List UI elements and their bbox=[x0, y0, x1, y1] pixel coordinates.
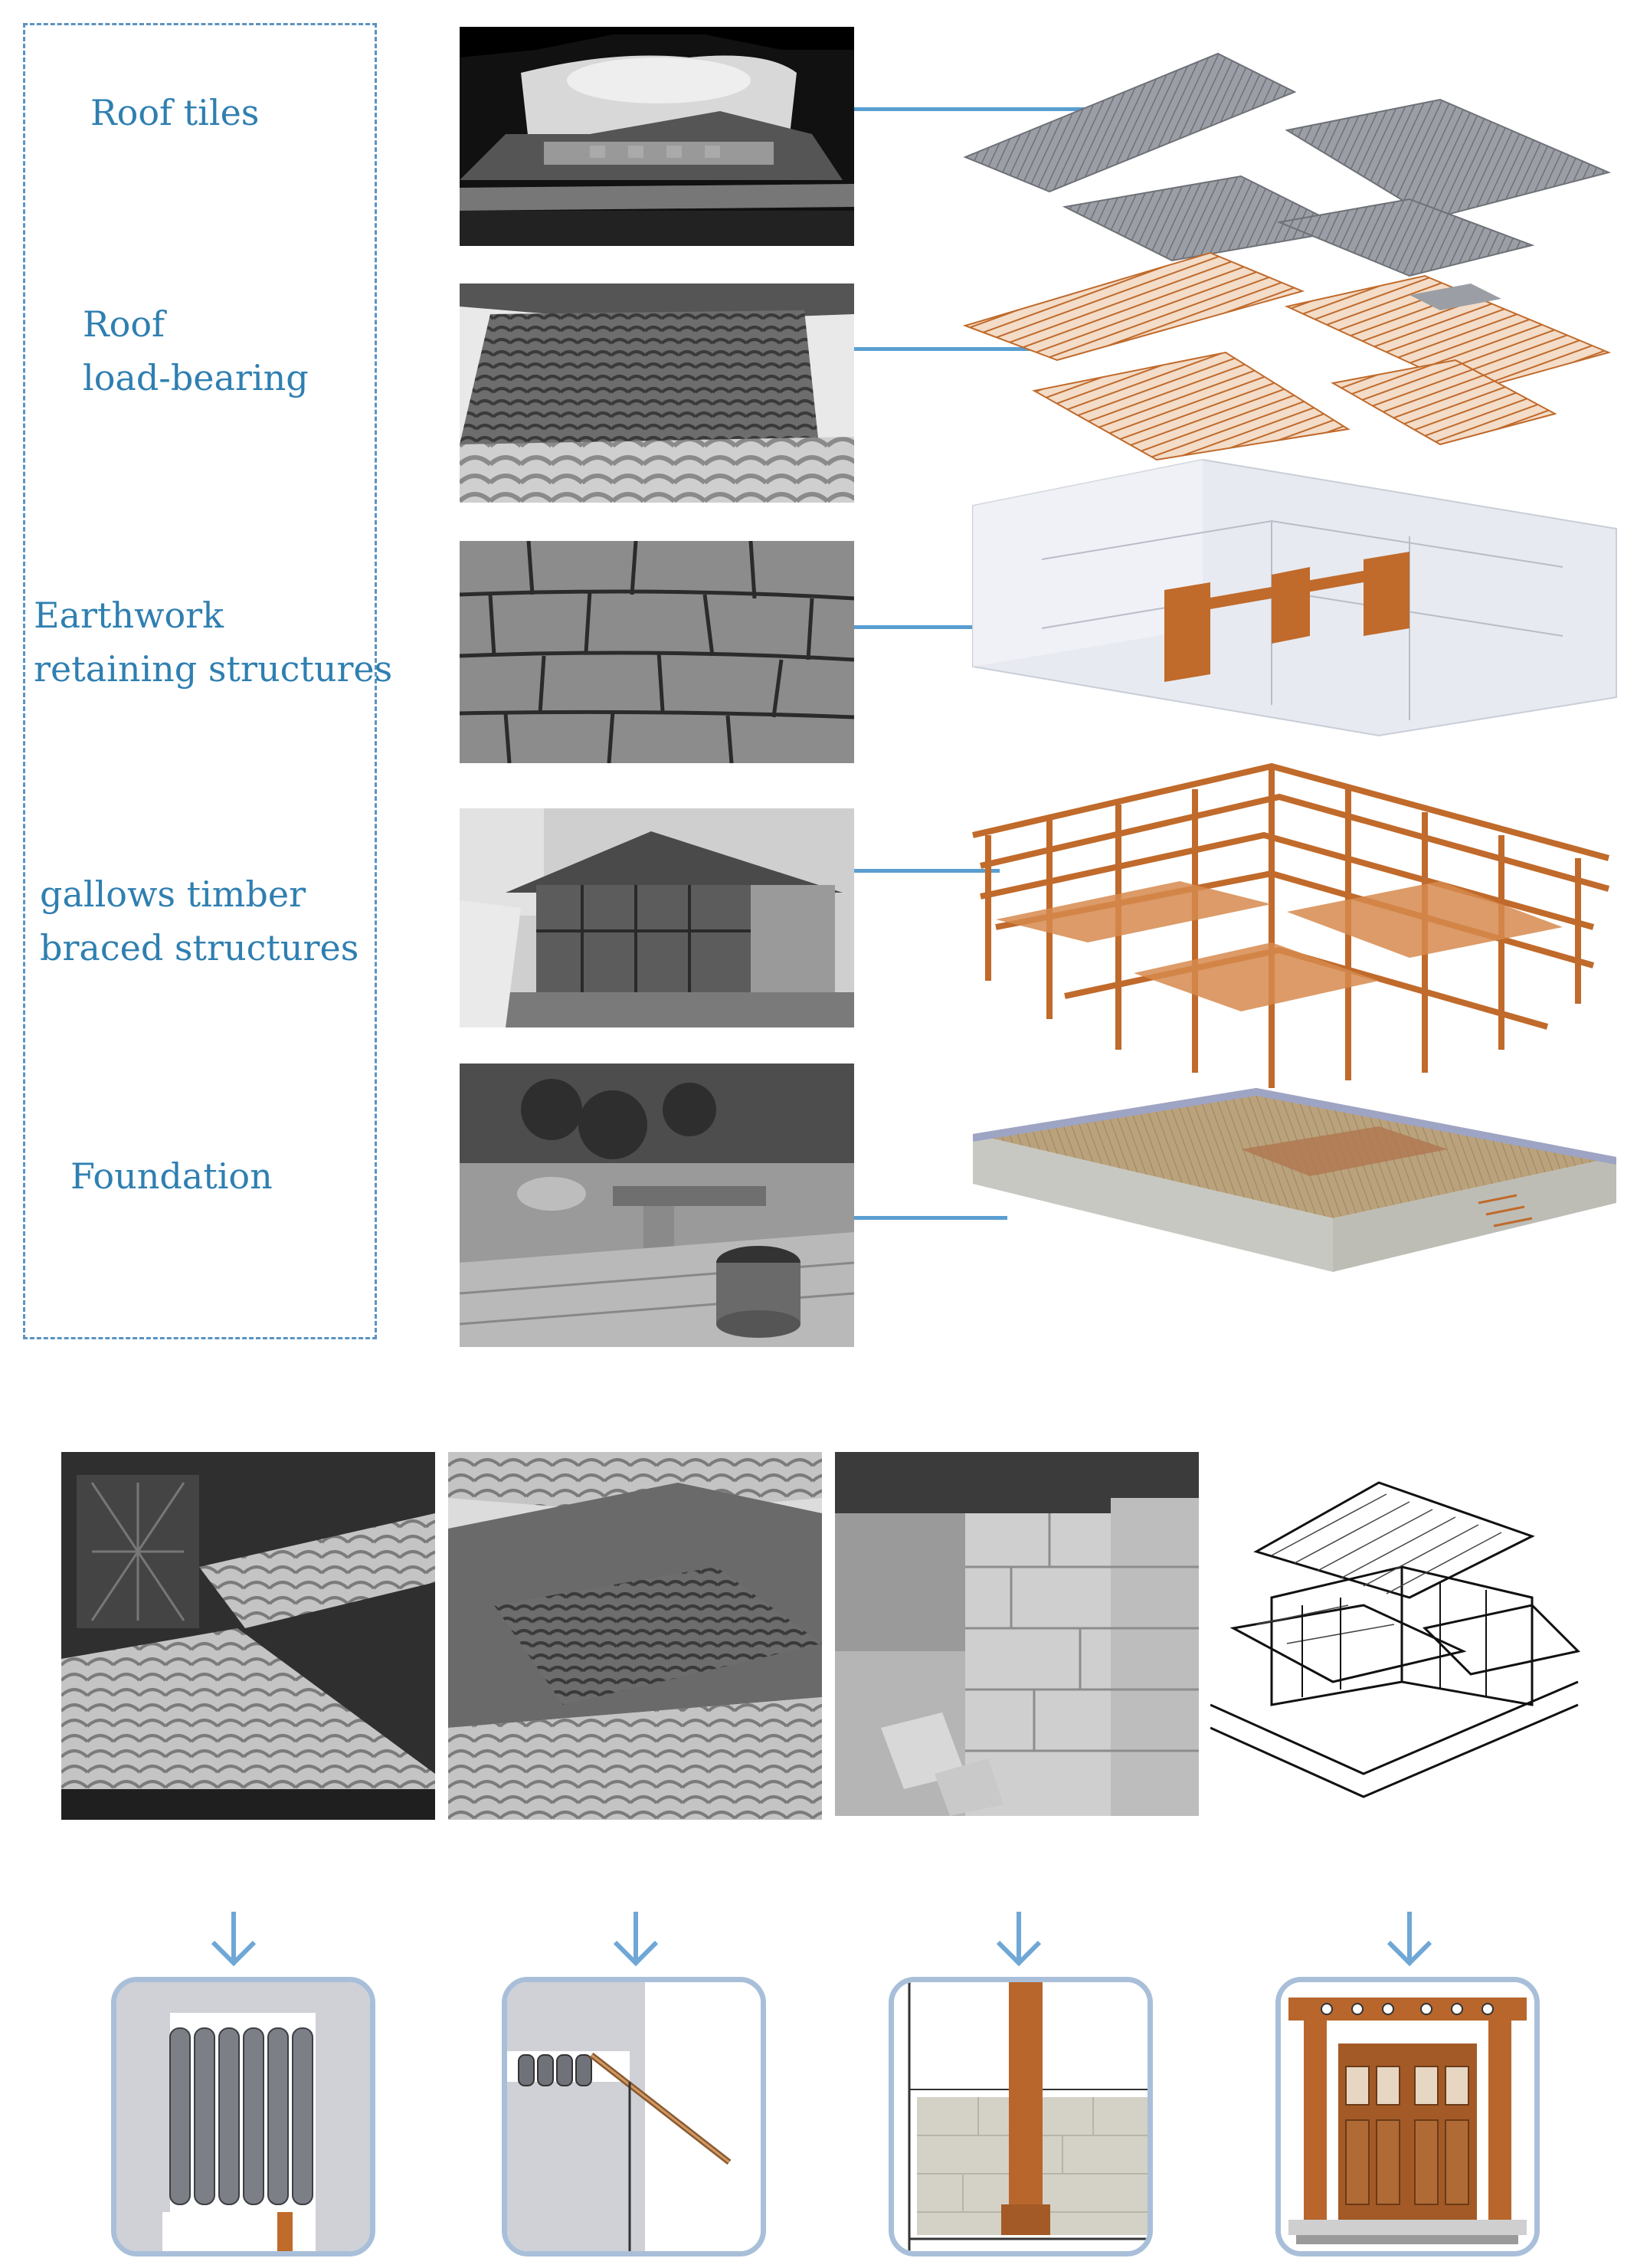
label-line: retaining structures bbox=[34, 648, 393, 690]
label-roof-tiles: Roof tiles bbox=[90, 86, 259, 139]
detail-card-tiles bbox=[111, 1977, 375, 2257]
label-earthwork: Earthwork retaining structures bbox=[34, 588, 392, 696]
label-line: load-bearing bbox=[83, 357, 309, 398]
photo-roof-tiles bbox=[460, 27, 854, 246]
label-foundation: Foundation bbox=[70, 1149, 273, 1203]
connector-foundation bbox=[854, 1216, 1007, 1220]
down-arrow-icon bbox=[1387, 1912, 1432, 1967]
layer-roof-tiles bbox=[963, 52, 1612, 277]
layer-gallows-timber-floors bbox=[996, 881, 1563, 1011]
connector-roof-load-bearing bbox=[854, 347, 1084, 351]
connector-earthwork bbox=[854, 625, 981, 629]
layer-roof-load-bearing bbox=[962, 251, 1612, 461]
label-line: Foundation bbox=[70, 1155, 273, 1197]
connector-gallows-timber bbox=[854, 869, 1000, 873]
label-line: braced structures bbox=[40, 927, 359, 968]
label-roof-load-bearing: Roof load-bearing bbox=[83, 297, 309, 405]
photo-gallows-timber bbox=[460, 808, 854, 1027]
down-arrow-icon bbox=[996, 1912, 1042, 1967]
down-arrow-icon bbox=[613, 1912, 659, 1967]
label-gallows-timber: gallows timber braced structures bbox=[40, 867, 359, 975]
layer-foundation bbox=[973, 1088, 1616, 1272]
photo-foundation bbox=[460, 1064, 854, 1347]
photo-tile-roof-detail bbox=[61, 1452, 435, 1820]
connector-roof-tiles bbox=[854, 107, 1084, 111]
exploded-axonometric-diagram bbox=[962, 52, 1617, 1272]
label-line: Roof bbox=[83, 303, 165, 345]
photo-earthwork bbox=[460, 541, 854, 763]
detail-card-column-base bbox=[889, 1977, 1153, 2257]
detail-card-door-frame bbox=[1275, 1977, 1540, 2257]
photo-roof-load-bearing bbox=[460, 284, 854, 503]
label-line: gallows timber bbox=[40, 873, 306, 915]
down-arrow-icon bbox=[211, 1912, 257, 1967]
layer-legend-panel bbox=[23, 23, 377, 1339]
sketch-courtyard-house bbox=[1210, 1452, 1593, 1812]
label-line: Roof tiles bbox=[90, 92, 260, 133]
label-line: Earthwork bbox=[34, 595, 224, 636]
photo-roof-eaves-detail bbox=[448, 1452, 822, 1820]
detail-card-eaves bbox=[502, 1977, 766, 2257]
layer-earthwork-walls bbox=[972, 458, 1617, 737]
photo-stone-wall-detail bbox=[835, 1452, 1199, 1816]
